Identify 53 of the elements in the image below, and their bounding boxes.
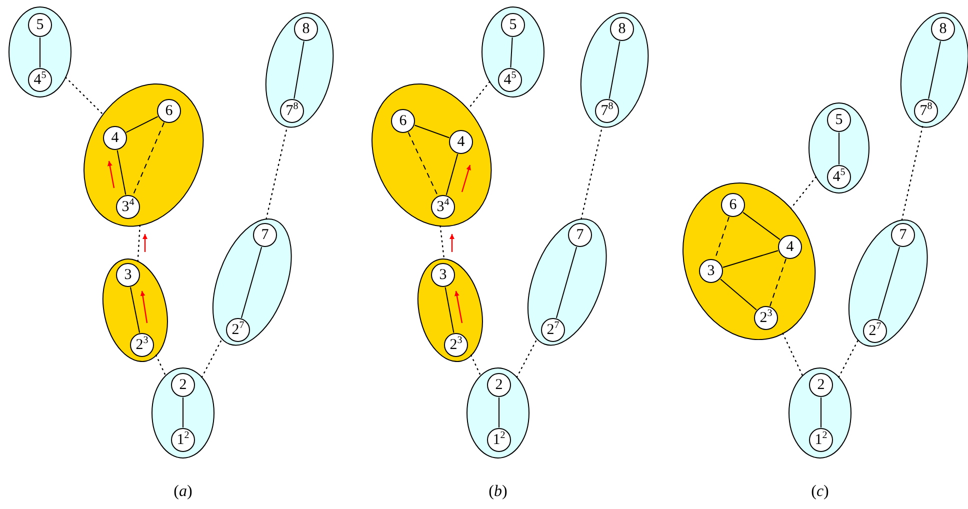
dashed-edge [132,122,165,196]
dotted-connector [155,354,166,376]
group-ellipse [102,258,168,362]
dotted-connector [201,338,223,378]
edge-line [928,40,941,100]
edge-line [130,286,140,334]
dotted-connector [137,224,141,262]
edge-line [510,36,513,68]
panel-caption: (a) [174,483,192,501]
edge-line [126,116,158,133]
group-ellipse [848,218,928,348]
edge-line [722,250,779,268]
group-ellipse [580,12,650,128]
edge-line [878,246,900,320]
group-ellipse [682,182,816,340]
edge-line [116,150,126,196]
edge-line [820,397,822,428]
group-ellipse [151,367,215,459]
edge-line [498,397,500,428]
dotted-connector [65,76,104,116]
dotted-connector [782,332,804,376]
panel-caption: (b) [488,483,508,501]
group-ellipse [481,6,545,98]
group-ellipse [788,367,852,459]
group-ellipse [265,12,335,128]
dotted-connector [790,176,817,209]
dotted-connector [901,126,924,221]
edge-line [294,40,304,100]
group-ellipse [371,82,493,228]
dashed-edge [770,258,786,307]
edge-line [240,246,262,318]
edge-line [182,397,184,428]
edge-line [556,246,578,318]
group-ellipse [8,6,72,98]
edge-line [608,40,620,100]
dotted-connector [470,354,482,376]
group-ellipse [416,258,484,362]
group-ellipse [212,218,292,346]
group-ellipse [83,82,205,228]
edge-line [720,278,757,310]
group-ellipse [808,102,870,194]
edge-line [444,286,454,334]
edge-line [446,154,458,196]
dashed-edge [408,132,438,196]
dotted-connector [838,340,859,378]
edge-line [414,124,450,138]
group-ellipse [466,367,530,459]
panel-caption: (c) [811,483,829,501]
edge-line [742,212,780,240]
dotted-connector [440,225,445,260]
edge-line [838,132,840,165]
dotted-connector [516,338,538,378]
group-ellipse [526,218,608,346]
